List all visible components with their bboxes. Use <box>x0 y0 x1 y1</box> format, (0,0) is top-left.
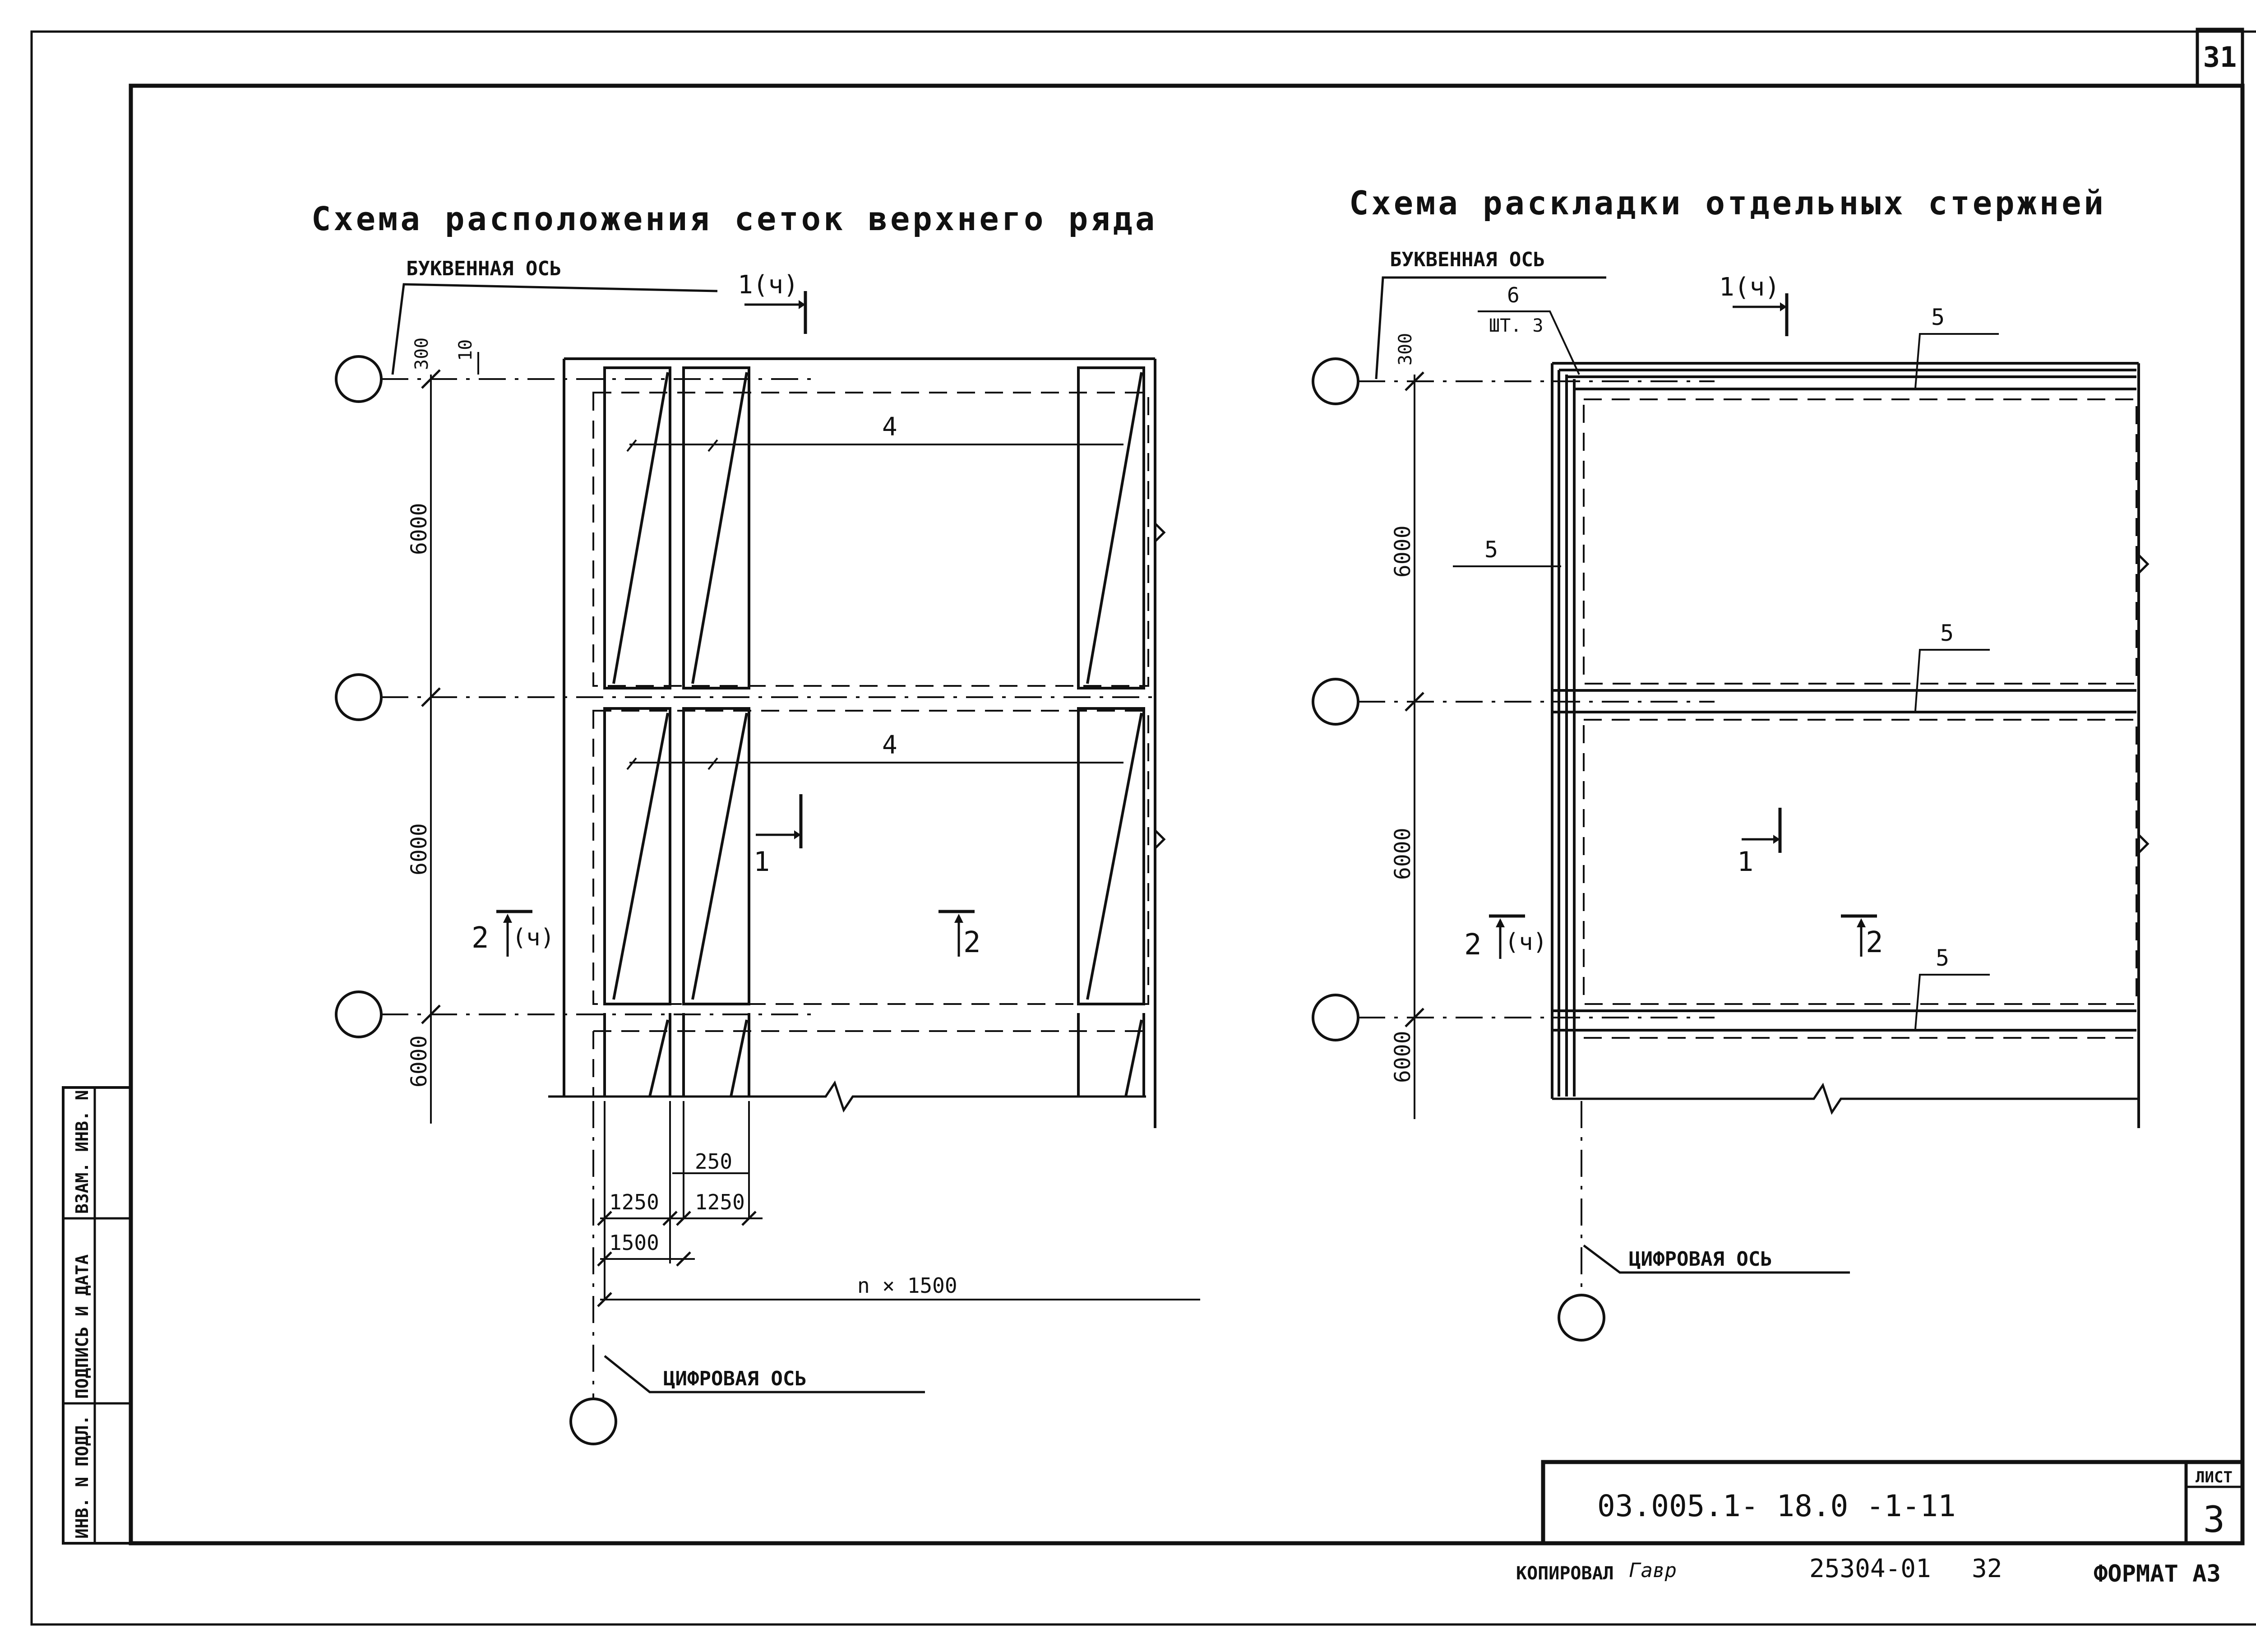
left-dim-10: 10 <box>455 339 476 361</box>
left-section-1-mid: 1 <box>754 846 770 878</box>
axis-bubble <box>569 1397 617 1445</box>
right-dim-6000-c: 6000 <box>1390 1031 1415 1083</box>
axis-bubble <box>1558 1294 1605 1342</box>
left-letter-axis-label: БУКВЕННАЯ ОСЬ <box>406 257 561 280</box>
side-stamp-inv: ИНВ. N ПОДЛ. <box>72 1415 92 1539</box>
left-dim-1500: 1500 <box>609 1231 659 1255</box>
axis-bubble <box>335 673 383 721</box>
axis-bubble <box>1312 678 1359 726</box>
axis-bubble <box>335 990 383 1038</box>
copier-signature: Гавр <box>1629 1559 1677 1582</box>
left-section-2-right: 2 <box>963 926 981 959</box>
right-dim-6000-b: 6000 <box>1390 828 1415 880</box>
side-stamp: ИНВ. N ПОДЛ. ПОДПИСЬ И ДАТА ВЗАМ. ИНВ. N <box>62 1086 132 1545</box>
right-digit-axis-label: ЦИФРОВАЯ ОСЬ <box>1629 1248 1772 1271</box>
side-stamp-vzam: ВЗАМ. ИНВ. N <box>72 1090 92 1214</box>
left-dim-6000-c: 6000 <box>407 1035 432 1087</box>
right-bar-mark-5-b: 5 <box>1484 537 1498 563</box>
left-scheme-title: Схема расположения сеток верхнего ряда <box>311 200 1157 238</box>
axis-bubble <box>1312 357 1359 405</box>
right-section-2-right: 2 <box>1866 926 1883 959</box>
doc-code: 03.005.1- 18.0 -1-11 <box>1597 1489 1956 1523</box>
copied-label: КОПИРОВАЛ <box>1516 1563 1614 1584</box>
right-bar-mark-5-a: 5 <box>1931 304 1945 330</box>
sheet-label: ЛИСТ <box>2196 1468 2233 1486</box>
left-mesh-mark-top: 4 <box>882 412 897 442</box>
footer: КОПИРОВАЛ Гавр 25304-01 32 ФОРМАТ АЗ <box>1516 1554 2221 1587</box>
right-bar-mark-6: 6 <box>1507 283 1520 307</box>
left-dim-1250-a: 1250 <box>609 1190 659 1214</box>
left-mesh-mark-mid: 4 <box>882 731 897 760</box>
right-section-1-mid: 1 <box>1737 846 1753 878</box>
right-dim-300: 300 <box>1395 333 1416 366</box>
extra-number: 32 <box>1972 1554 2002 1583</box>
right-section-2-left-ref: (ч) <box>1505 929 1547 956</box>
left-digit-axis-label: ЦИФРОВАЯ ОСЬ <box>663 1367 807 1390</box>
left-dim-6000-a: 6000 <box>407 503 432 555</box>
right-section-2-left: 2 <box>1464 928 1482 962</box>
left-scheme: Схема расположения сеток верхнего ряда Б… <box>311 200 1200 1445</box>
left-dim-6000-b: 6000 <box>407 823 432 875</box>
right-scheme-title: Схема раскладки отдельных стержней <box>1349 184 2106 222</box>
left-dim-1250-b: 1250 <box>695 1190 745 1214</box>
left-section-2-left-ref: (ч) <box>512 924 555 951</box>
right-section-1-top: 1(ч) <box>1719 273 1780 302</box>
left-dim-n1500: n × 1500 <box>857 1273 957 1298</box>
right-bar-mark-5-c: 5 <box>1940 620 1954 646</box>
axis-bubble <box>335 355 383 403</box>
side-stamp-sign: ПОДПИСЬ И ДАТА <box>72 1254 92 1399</box>
format-label: ФОРМАТ АЗ <box>2094 1560 2221 1587</box>
left-dim-300: 300 <box>411 338 432 370</box>
right-bar-mark-5-d: 5 <box>1936 945 1949 971</box>
right-letter-axis-label: БУКВЕННАЯ ОСЬ <box>1390 248 1545 271</box>
page-number: 31 <box>2203 41 2237 74</box>
right-bar-mark-6-qty: ШТ. 3 <box>1489 315 1543 336</box>
left-section-2-left: 2 <box>472 921 489 955</box>
sheet-frame: 31 <box>30 28 2256 1626</box>
left-dim-250: 250 <box>695 1149 732 1174</box>
archive-number: 25304-01 <box>1809 1554 1931 1583</box>
axis-bubble <box>1312 994 1359 1041</box>
right-scheme: Схема раскладки отдельных стержней БУКВЕ… <box>1312 184 2150 1342</box>
sheet-number: 3 <box>2203 1499 2225 1541</box>
title-block: 03.005.1- 18.0 -1-11 ЛИСТ 3 <box>1541 1460 2245 1546</box>
left-section-1-top: 1(ч) <box>738 270 799 300</box>
right-dim-6000-a: 6000 <box>1390 525 1415 578</box>
